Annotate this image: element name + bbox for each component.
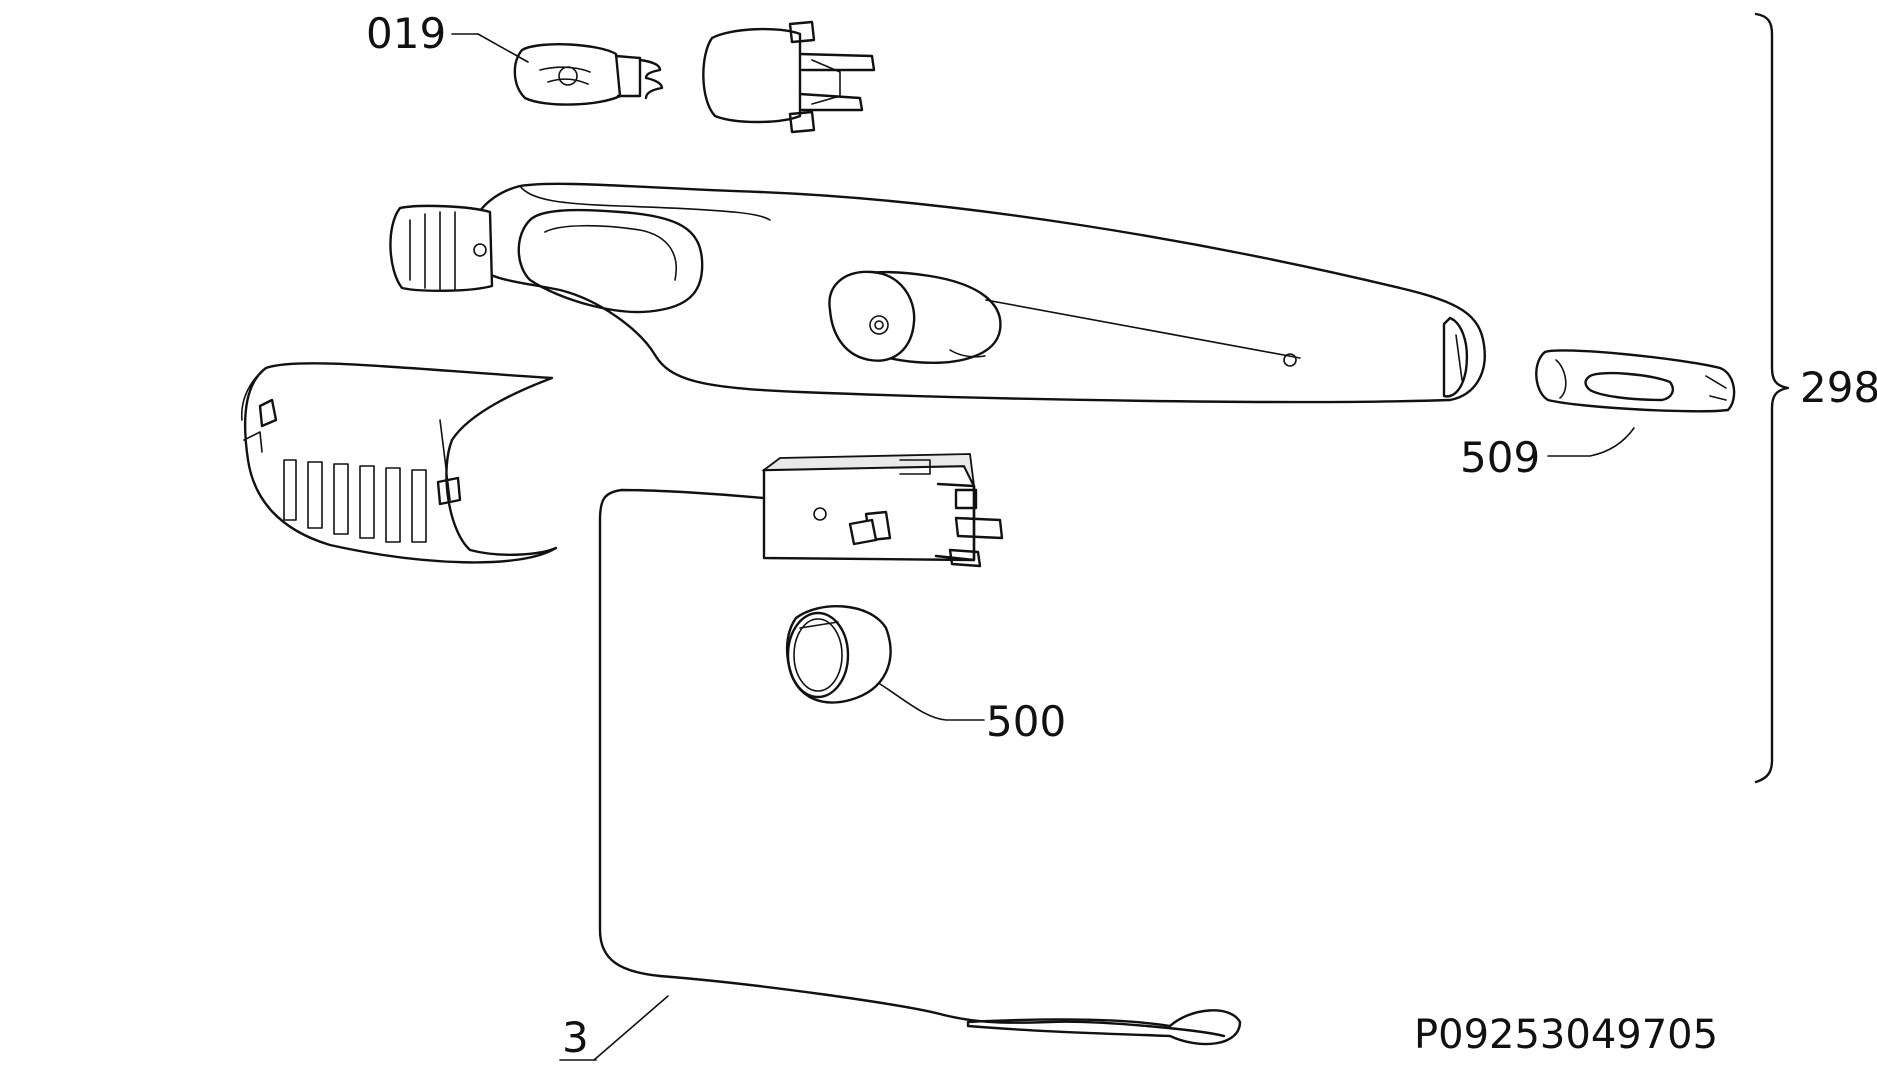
label-298: 298 [1800, 363, 1877, 412]
lamp-holder [702, 20, 876, 134]
label-500: 500 [986, 697, 1066, 746]
leader-3-a [593, 995, 669, 1061]
capillary-bulb [966, 1009, 1242, 1046]
leader-509 [1547, 427, 1635, 457]
thermostat [761, 453, 1004, 568]
label-3: 3 [562, 1013, 589, 1062]
capillary-tube [598, 488, 1226, 1038]
rear-cap-grille [241, 362, 558, 564]
leader-019-b [477, 33, 529, 63]
leader-500 [879, 683, 985, 721]
thermostat-knob [785, 605, 892, 704]
assembly-bracket [1754, 12, 1790, 784]
label-509: 509 [1460, 433, 1540, 482]
lamp-bulb [513, 43, 664, 106]
label-019: 019 [366, 9, 446, 58]
main-housing [389, 182, 1486, 404]
lamp-cover [1535, 349, 1736, 413]
drawing-code: P09253049705 [1414, 1012, 1718, 1058]
